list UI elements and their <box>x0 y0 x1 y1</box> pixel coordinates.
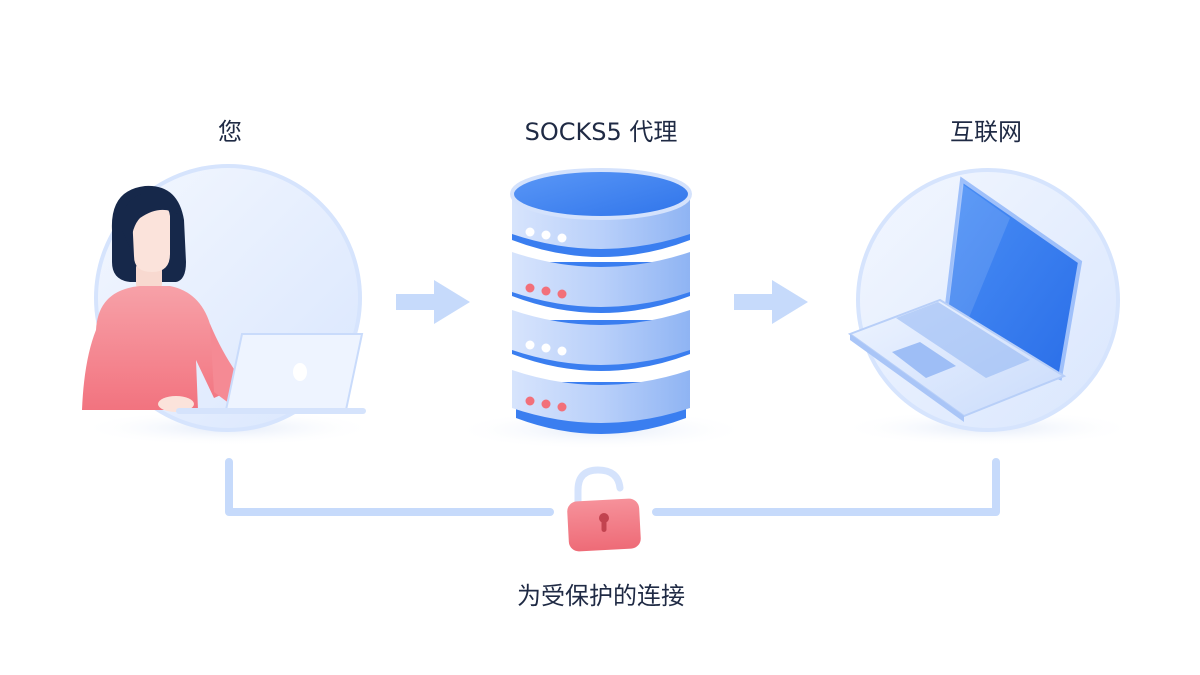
user-illustration <box>78 164 378 446</box>
internet-laptop-illustration <box>838 168 1138 446</box>
server-lights-row-1 <box>525 227 567 243</box>
server-lights-row-4 <box>525 396 567 412</box>
arrow-right-icon <box>396 280 470 324</box>
server-lights-row-3 <box>525 340 567 356</box>
protected-connection-line <box>225 458 1000 516</box>
arrow-right-icon <box>734 280 808 324</box>
node-label-internet: 互联网 <box>950 118 1022 146</box>
node-label-proxy: SOCKS5 代理 <box>524 118 678 146</box>
connection-label: 为受保护的连接 <box>517 582 685 610</box>
proxy-server-illustration <box>451 168 751 450</box>
keyboard-icon <box>896 302 1030 378</box>
node-label-you: 您 <box>218 118 242 146</box>
unlocked-padlock-icon <box>567 466 641 552</box>
server-lights-row-2 <box>525 283 567 299</box>
